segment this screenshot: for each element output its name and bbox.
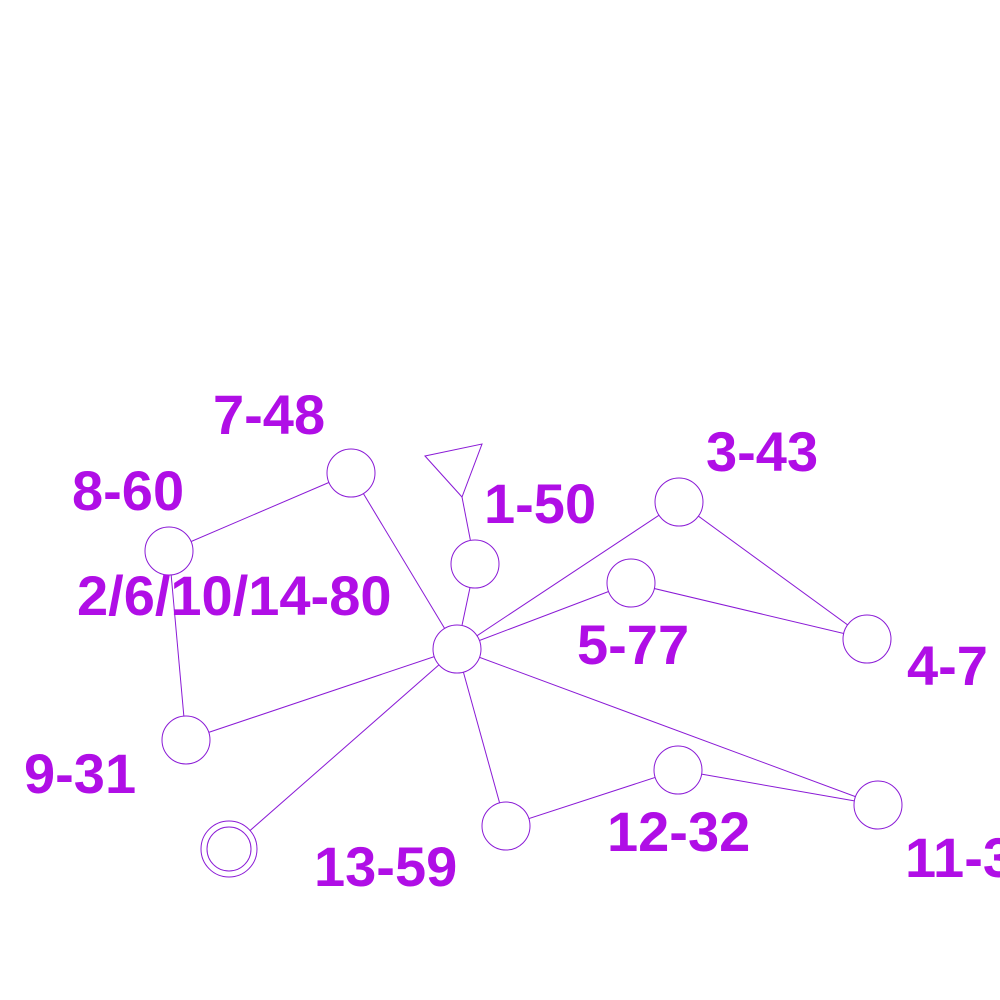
- label-9-31: 9-31: [24, 742, 136, 805]
- label-7-48: 7-48: [213, 383, 325, 446]
- node-1-50: [450, 539, 500, 589]
- edge-2-6-10-14-80-to-11-3: [456, 648, 879, 806]
- node-11-3: [853, 780, 903, 830]
- edge-5-77-to-4-7: [630, 582, 868, 640]
- node-5-77: [606, 558, 656, 608]
- edge-2-6-10-14-80-to-3-43: [456, 501, 680, 650]
- node-4-7: [842, 614, 892, 664]
- label-5-77: 5-77: [577, 613, 689, 676]
- label-12-32: 12-32: [607, 800, 750, 863]
- nodes-layer: [144, 443, 903, 878]
- labels-layer: 7-48 8-60 2/6/10/14-80 1-50 3-43 5-77 4-…: [24, 383, 1000, 898]
- edge-2-6-10-14-80-to-start: [228, 648, 458, 850]
- label-11-3: 11-3: [905, 826, 1000, 889]
- label-4-7: 4-7: [907, 634, 988, 697]
- node-13-59: [481, 801, 531, 851]
- label-2-6-10-14-80: 2/6/10/14-80: [77, 564, 391, 627]
- label-8-60: 8-60: [72, 459, 184, 522]
- edge-3-43-to-4-7: [678, 501, 868, 640]
- edge-2-6-10-14-80-to-13-59: [456, 648, 507, 827]
- node-12-32: [653, 745, 703, 795]
- start-node-inner-ring: [206, 826, 252, 872]
- node-8-60: [144, 526, 194, 576]
- node-7-48: [326, 448, 376, 498]
- edge-2-6-10-14-80-to-5-77: [456, 582, 632, 650]
- edge-9-31-to-2-6-10-14-80: [185, 648, 458, 741]
- start-node-double-circle: [200, 820, 258, 878]
- edge-12-32-to-11-3: [677, 769, 879, 806]
- node-2-6-10-14-80: [432, 624, 482, 674]
- label-3-43: 3-43: [706, 420, 818, 483]
- node-9-31: [161, 715, 211, 765]
- edge-8-60-to-9-31: [168, 550, 187, 741]
- triangle-marker: [424, 443, 483, 498]
- node-3-43: [654, 477, 704, 527]
- label-13-59: 13-59: [314, 835, 457, 898]
- label-1-50: 1-50: [484, 472, 596, 535]
- edge-13-59-to-12-32: [505, 769, 679, 827]
- edge-8-60-to-7-48: [168, 472, 352, 552]
- edge-7-48-to-2-6-10-14-80: [350, 472, 458, 650]
